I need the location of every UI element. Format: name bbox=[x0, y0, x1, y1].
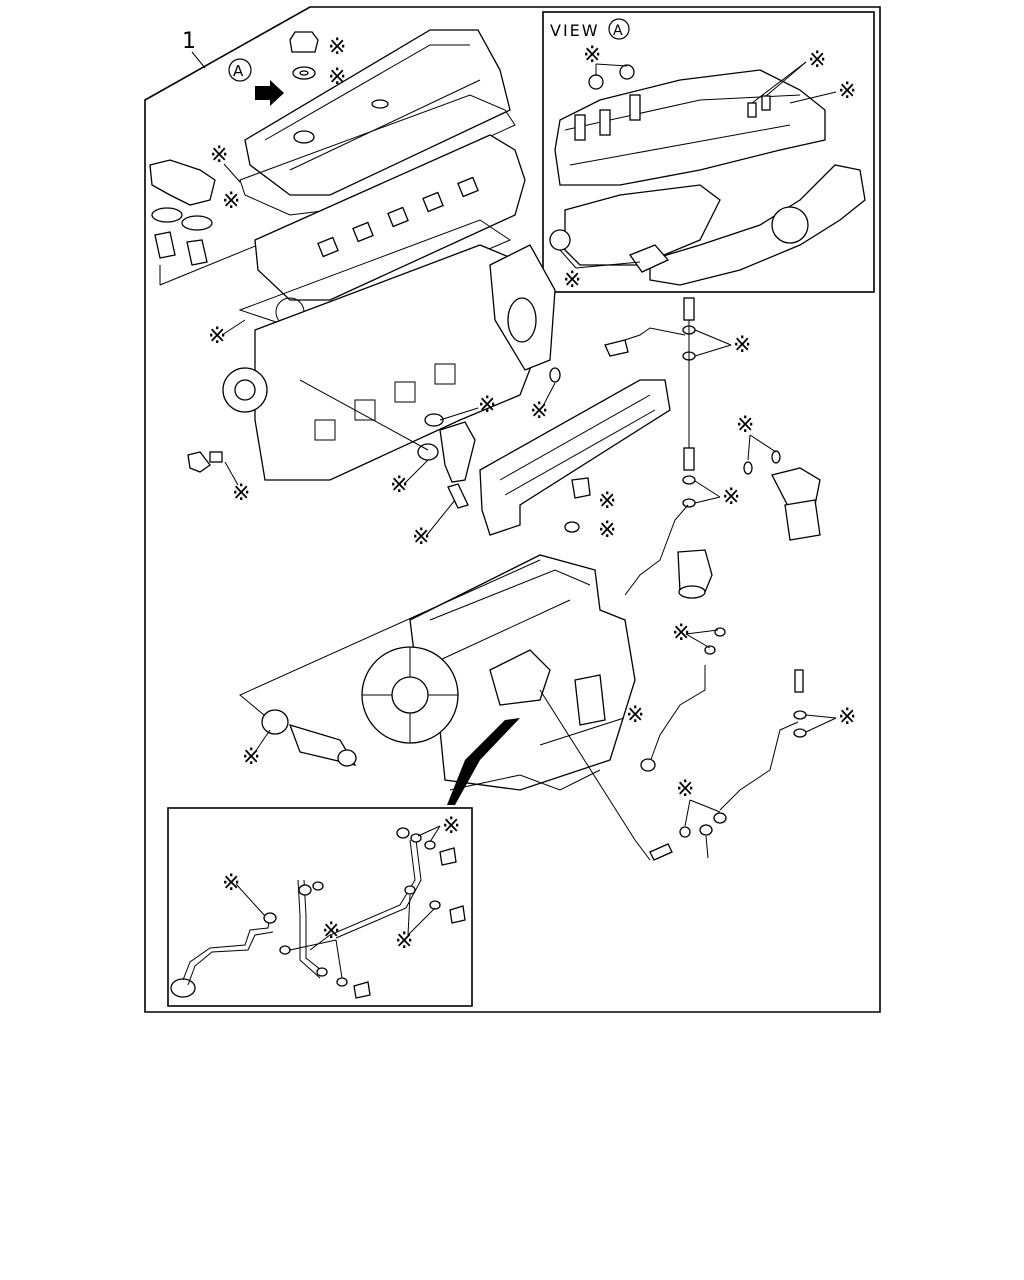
cylinder-head bbox=[254, 134, 526, 301]
detail-leader bbox=[447, 718, 520, 805]
kit-symbol-callout: ※ bbox=[598, 489, 616, 514]
kit-symbol-callout: ※ bbox=[442, 814, 460, 839]
thermostat-housing bbox=[149, 159, 216, 266]
kit-symbol-callout: ※ bbox=[210, 143, 228, 168]
oil-filter-element bbox=[261, 709, 357, 767]
kit-symbol-callout: ※ bbox=[838, 79, 856, 104]
oil-cooler bbox=[479, 367, 671, 536]
svg-text:A: A bbox=[613, 23, 623, 39]
kit-symbol-callout: ※ bbox=[390, 473, 408, 498]
kit-symbol-callout: ※ bbox=[676, 777, 694, 802]
kit-symbol-callout: ※ bbox=[583, 43, 601, 68]
view-a-inset bbox=[542, 11, 875, 293]
kit-symbol-callout: ※ bbox=[478, 393, 496, 418]
diagram-frame bbox=[144, 6, 881, 1013]
kit-symbol-callout: ※ bbox=[736, 413, 754, 438]
view-a-title: VIEW bbox=[550, 21, 600, 40]
kit-symbol-callout: ※ bbox=[626, 703, 644, 728]
oil-pipe-lower bbox=[640, 627, 807, 859]
kit-symbol-callout: ※ bbox=[232, 481, 250, 506]
detail-inset bbox=[167, 807, 473, 1007]
oil-filler-cap bbox=[289, 31, 319, 80]
kit-symbol-callout: ※ bbox=[733, 333, 751, 358]
rocker-cover-side-view bbox=[554, 64, 826, 186]
kit-symbol-callout: ※ bbox=[322, 919, 340, 944]
kit-symbol-callout: ※ bbox=[838, 705, 856, 730]
kit-symbol-callout: ※ bbox=[395, 929, 413, 954]
kit-symbol-callout: ※ bbox=[808, 48, 826, 73]
manifold-side-view bbox=[549, 164, 866, 286]
kit-symbol-callout: ※ bbox=[598, 518, 616, 543]
view-marker: A bbox=[228, 58, 252, 82]
kit-symbol-callout: ※ bbox=[722, 485, 740, 510]
kit-symbol-callout: ※ bbox=[208, 324, 226, 349]
kit-symbol-callout: ※ bbox=[328, 35, 346, 60]
kit-symbol-callout: ※ bbox=[530, 399, 548, 424]
fuel-filter bbox=[677, 549, 713, 599]
sensor-fitting bbox=[187, 451, 223, 473]
view-arrow-icon bbox=[255, 80, 284, 106]
water-outlet bbox=[417, 413, 476, 509]
view-a-circle: A bbox=[608, 18, 630, 40]
kit-symbol-callout: ※ bbox=[222, 189, 240, 214]
kit-symbol-callout: ※ bbox=[672, 621, 690, 646]
view-a-callouts: ※ ※ ※ ※ bbox=[559, 43, 856, 293]
engine-assembly bbox=[361, 554, 636, 791]
detail-inset-parts bbox=[170, 827, 466, 999]
kit-symbol-callout: ※ bbox=[222, 871, 240, 896]
plug-and-nut bbox=[564, 477, 591, 533]
banjo-bolt bbox=[649, 843, 673, 861]
item-leader bbox=[191, 51, 206, 69]
item-number: 1 bbox=[182, 29, 196, 54]
cylinder-block bbox=[222, 244, 556, 481]
svg-text:A: A bbox=[233, 62, 244, 80]
kit-symbol-callout: ※ bbox=[412, 525, 430, 550]
oil-filter bbox=[743, 450, 821, 541]
kit-symbol-callout: ※ bbox=[563, 268, 581, 293]
